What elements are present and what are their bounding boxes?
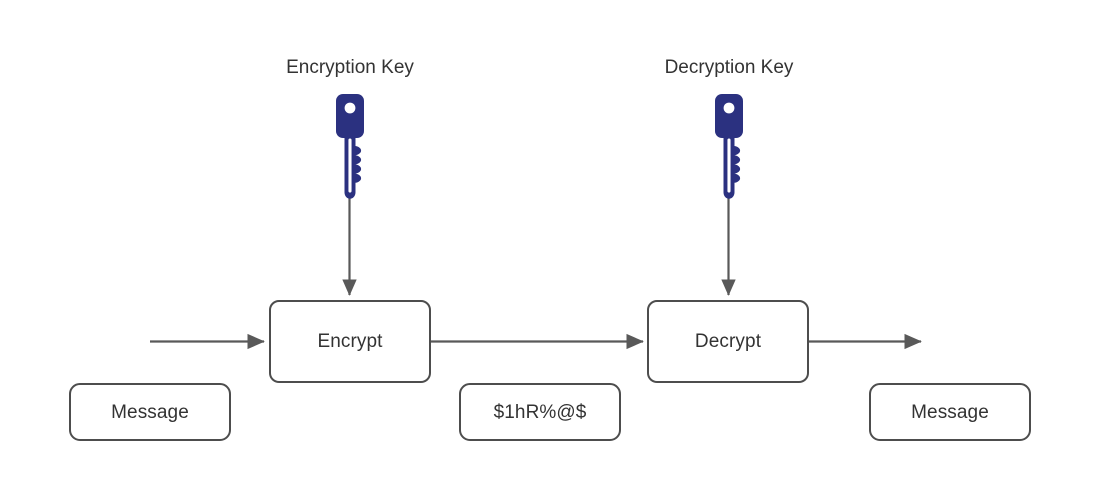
- decryption-key-label: Decryption Key: [664, 57, 794, 78]
- encryption-key-icon: [327, 94, 373, 202]
- ciphertext-node[interactable]: $1hR%@$: [459, 383, 621, 441]
- message-input-node[interactable]: Message: [69, 383, 231, 441]
- encrypt-node[interactable]: Encrypt: [269, 300, 431, 383]
- message-output-node[interactable]: Message: [869, 383, 1031, 441]
- decrypt-node[interactable]: Decrypt: [647, 300, 809, 383]
- encryption-key-label: Encryption Key: [286, 57, 414, 78]
- decryption-key-icon: [706, 94, 752, 202]
